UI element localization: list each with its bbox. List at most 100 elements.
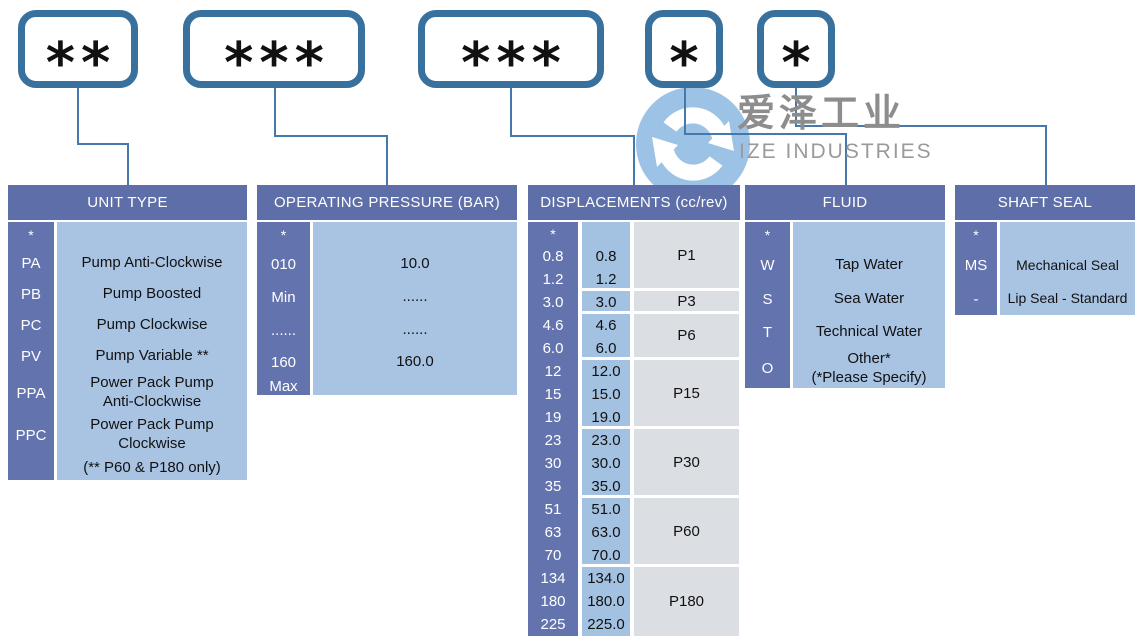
value-cell: 4.6 (595, 317, 617, 334)
code-cell: - (973, 290, 979, 308)
logo-text-chinese: 爱泽工业 (737, 93, 906, 135)
code-cell: T (762, 324, 773, 341)
code-cell: 70 (544, 547, 562, 564)
pressure-code-column: * 010 Min ...... 160 Max (257, 222, 310, 395)
code-cell (8, 456, 54, 480)
desc-cell: Pump Boosted (102, 285, 202, 303)
code-cell: 0.8 (542, 248, 564, 265)
code-cell: * (28, 227, 34, 243)
value-cell: 10.0 (400, 255, 430, 273)
code-box-pressure: *** (183, 10, 365, 92)
connector-pressure (274, 135, 388, 137)
fluid-desc-column: Tap Water Sea Water Technical Water Othe… (793, 222, 945, 388)
series-cell: P30 (634, 429, 739, 498)
code-cell: 4.6 (542, 317, 564, 334)
connector-shaft-seal (795, 125, 1047, 127)
desc-cell: Pump Variable ** (95, 347, 209, 365)
code-cell: 160 (270, 353, 297, 371)
value-group: 12.0 15.0 19.0 (582, 360, 630, 429)
code-cell: 6.0 (542, 340, 564, 357)
value-cell: 3.0 (595, 294, 617, 311)
code-cell: PB (20, 286, 41, 303)
code-box-unit-type: ** (18, 10, 138, 92)
shaft-seal-table: SHAFT SEAL * MS - Mechanical Seal Lip Se… (955, 185, 1135, 315)
shaft-seal-code-column: * MS - (955, 222, 997, 315)
series-cell: P3 (634, 291, 739, 314)
value-cell: ...... (402, 321, 428, 339)
desc-cell: Other* (*Please Specify) (811, 349, 927, 386)
code-cell: S (762, 291, 773, 308)
code-cell: PPA (16, 384, 46, 402)
value-group: 23.0 30.0 35.0 (582, 429, 630, 498)
series-cell: P15 (634, 360, 739, 429)
desc-cell: Technical Water (815, 323, 923, 341)
displacement-value-column: 0.8 1.2 3.0 4.6 6.0 12.0 15.0 19.0 23.0 (582, 222, 630, 636)
value-cell: 35.0 (591, 478, 621, 495)
unit-type-code-column: * PA PB PC PV PPA PPC (8, 222, 54, 480)
code-cell: 180 (540, 593, 566, 610)
value-group: 0.8 1.2 (582, 222, 630, 291)
value-cell: ...... (402, 288, 428, 306)
fluid-header: FLUID (745, 185, 945, 220)
desc-cell: Tap Water (835, 255, 903, 273)
connector-displacement (633, 135, 635, 185)
value-cell: 63.0 (591, 524, 621, 541)
value-cell: 134.0 (587, 570, 625, 587)
connector-displacement (510, 135, 635, 137)
operating-pressure-table: OPERATING PRESSURE (BAR) * 010 Min .....… (257, 185, 517, 395)
code-cell: PV (20, 348, 41, 365)
value-cell: 12.0 (591, 363, 621, 380)
value-group: 3.0 (582, 291, 630, 314)
code-cell: 3.0 (542, 294, 564, 311)
connector-pressure (274, 88, 276, 135)
code-cell: O (761, 360, 774, 377)
code-box-displacement: *** (418, 10, 604, 92)
desc-cell: Lip Seal - Standard (1007, 290, 1128, 307)
value-group: 51.0 63.0 70.0 (582, 498, 630, 567)
code-cell: 225 (540, 616, 566, 633)
value-cell: 15.0 (591, 386, 621, 403)
desc-cell: Power Pack Pump Anti-Clockwise (90, 374, 214, 410)
value-cell: 51.0 (591, 501, 621, 518)
code-cell: 12 (544, 363, 562, 380)
desc-cell: Pump Clockwise (96, 316, 208, 334)
logo-text-english: IZE INDUSTRIES (739, 140, 933, 163)
shaft-seal-desc-column: Mechanical Seal Lip Seal - Standard (1000, 222, 1135, 315)
code-cell: MS (964, 257, 988, 274)
desc-cell: Pump Anti-Clockwise (81, 254, 223, 272)
operating-pressure-header: OPERATING PRESSURE (BAR) (257, 185, 517, 220)
connector-fluid (684, 133, 847, 135)
rotation-arrows-logo-icon (636, 87, 750, 201)
code-cell: 51 (544, 501, 562, 518)
connector-shaft-seal (1045, 125, 1047, 185)
desc-cell: Power Pack Pump Clockwise (90, 416, 214, 452)
code-cell: 1.2 (542, 271, 564, 288)
code-cell: PPC (15, 426, 47, 444)
displacement-code-column: * 0.8 1.2 3.0 4.6 6.0 12 15 19 23 30 35 … (528, 222, 578, 636)
connector-fluid (845, 133, 847, 185)
code-box-stars: *** (224, 31, 330, 97)
connector-unit-type (127, 143, 129, 185)
desc-cell: Sea Water (833, 290, 905, 308)
value-cell: 160.0 (396, 352, 434, 370)
value-cell: 225.0 (587, 616, 625, 633)
connector-unit-type (77, 88, 79, 143)
displacements-header: DISPLACEMENTS (cc/rev) (528, 185, 740, 220)
value-cell: 6.0 (595, 340, 617, 357)
code-cell: 15 (544, 386, 562, 403)
code-cell: * (550, 225, 556, 242)
unit-type-table: UNIT TYPE * PA PB PC PV PPA PPC Pump Ant… (8, 185, 247, 480)
displacement-series-column: P1 P3 P6 P15 P30 P60 P180 (634, 222, 739, 636)
code-cell: 63 (544, 524, 562, 541)
code-box-stars: ** (45, 31, 117, 97)
unit-type-desc-column: Pump Anti-Clockwise Pump Boosted Pump Cl… (57, 222, 247, 480)
fluid-table: FLUID * W S T O Tap Water Sea Water Tech… (745, 185, 945, 388)
code-box-fluid: * (645, 10, 723, 92)
value-cell: 0.8 (595, 248, 617, 265)
code-cell: 19 (544, 409, 562, 426)
code-box-stars: *** (461, 31, 567, 97)
connector-shaft-seal (795, 88, 797, 125)
fluid-code-column: * W S T O (745, 222, 790, 388)
shaft-seal-header: SHAFT SEAL (955, 185, 1135, 220)
